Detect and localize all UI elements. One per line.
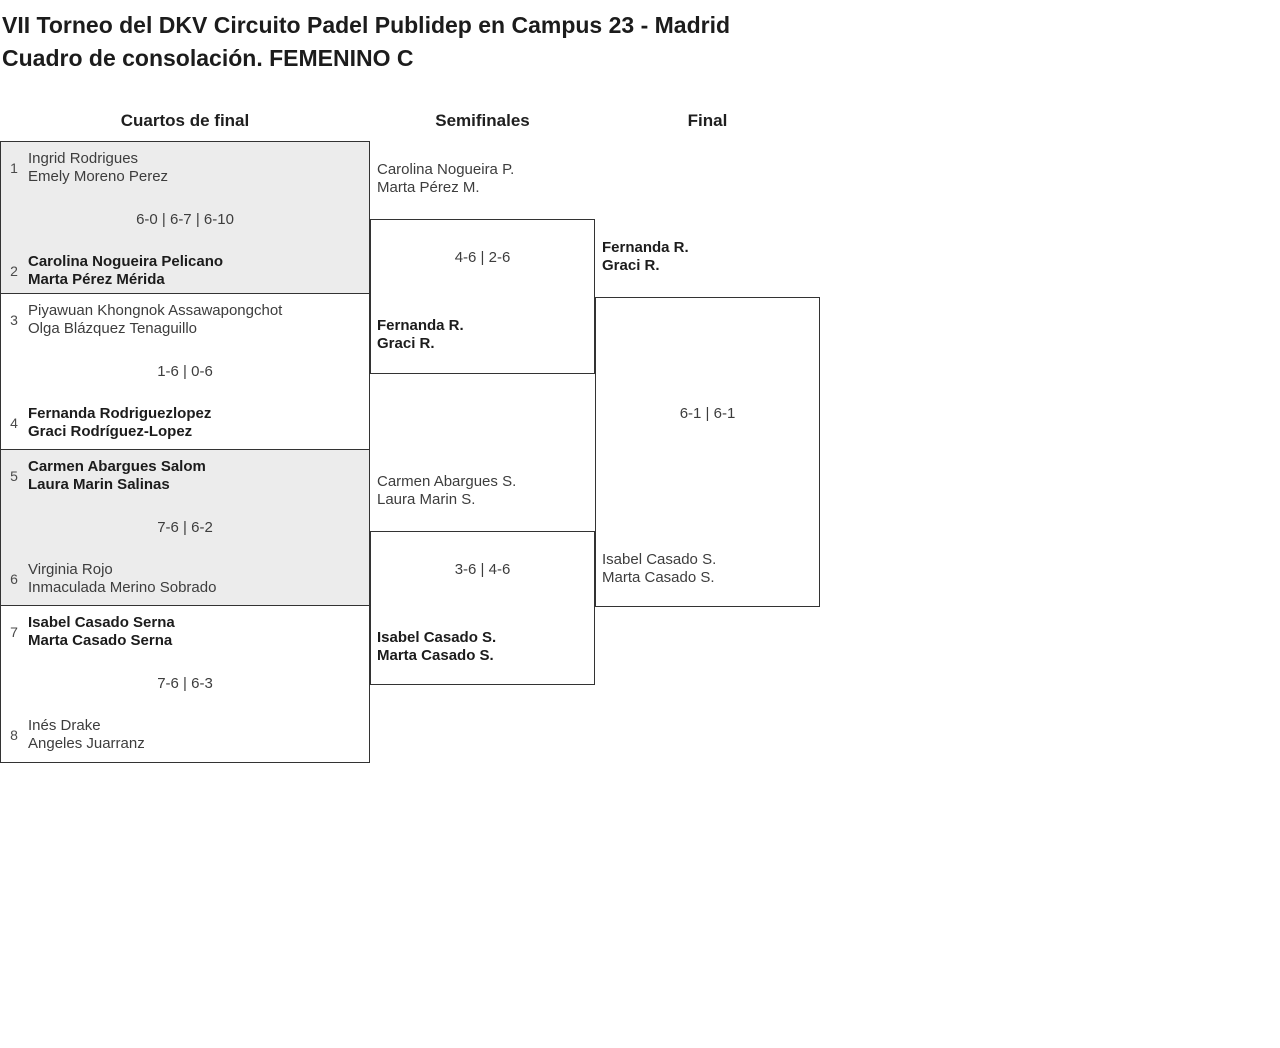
final-team-bottom: Isabel Casado S. Marta Casado S. [602,551,716,587]
player-name: Isabel Casado S. [602,551,717,568]
player-name: Isabel Casado Serna [28,614,175,631]
round-header-final: Final [687,111,728,130]
seed-number: 1 [10,160,18,176]
player-name: Fernanda R. [377,317,464,334]
player-name: Fernanda Rodriguezlopez [28,405,212,422]
team-names: Fernanda Rodriguezlopez Graci Rodríguez-… [28,405,211,441]
team-names: Piyawuan Khongnok Assawapongchot Olga Bl… [28,302,282,338]
semifinal-1-match-box [370,219,595,374]
player-name: Inmaculada Merino Sobrado [28,579,217,596]
player-name: Marta Pérez M. [377,179,480,196]
quarterfinal-match-2: 3 Piyawuan Khongnok Assawapongchot Olga … [0,293,370,450]
player-name: Virginia Rojo [28,561,113,578]
player-name: Laura Marin Salinas [28,476,170,493]
tournament-title-line-2: Cuadro de consolación. FEMENINO C [2,45,414,71]
team-names: Inés Drake Angeles Juarranz [28,717,145,753]
match-score: 6-0 | 6-7 | 6-10 [136,211,234,228]
team-names: Isabel Casado Serna Marta Casado Serna [28,614,175,650]
player-name: Graci R. [602,257,660,274]
semifinal-1-team-bottom: Fernanda R. Graci R. [377,317,464,353]
team-names: Virginia Rojo Inmaculada Merino Sobrado [28,561,216,597]
player-name: Fernanda R. [602,239,689,256]
seed-number: 5 [10,468,18,484]
quarterfinal-match-1: 1 Ingrid Rodrigues Emely Moreno Perez 6-… [0,141,370,294]
semifinal-1-score: 4-6 | 2-6 [454,249,511,266]
player-name: Graci Rodríguez-Lopez [28,423,193,440]
player-name: Carolina Nogueira Pelicano [28,253,224,270]
player-name: Inés Drake [28,717,101,734]
seed-number: 7 [10,624,18,640]
final-score: 6-1 | 6-1 [679,405,736,422]
player-name: Marta Casado S. [602,569,715,586]
seed-number: 2 [10,263,18,279]
semifinal-2-score: 3-6 | 4-6 [454,561,511,578]
quarterfinal-match-4: 7 Isabel Casado Serna Marta Casado Serna… [0,605,370,763]
semifinal-2-match-box [370,531,595,685]
semifinal-2-team-bottom: Isabel Casado S. Marta Casado S. [377,629,496,665]
semifinal-1-team-top: Carolina Nogueira P. Marta Pérez M. [377,161,514,197]
seed-number: 6 [10,571,18,587]
player-name: Carmen Abargues S. [377,473,517,490]
player-name: Marta Casado Serna [28,632,173,649]
tournament-title: VII Torneo del DKV Circuito Padel Publid… [2,9,730,75]
team-names: Ingrid Rodrigues Emely Moreno Perez [28,150,168,186]
player-name: Carmen Abargues Salom [28,458,206,475]
final-team-top: Fernanda R. Graci R. [602,239,689,275]
player-name: Ingrid Rodrigues [28,150,139,167]
quarterfinal-match-3: 5 Carmen Abargues Salom Laura Marin Sali… [0,449,370,606]
round-header-quarterfinals: Cuartos de final [120,111,250,130]
player-name: Graci R. [377,335,435,352]
team-names: Carmen Abargues Salom Laura Marin Salina… [28,458,206,494]
player-name: Marta Pérez Mérida [28,271,165,288]
player-name: Laura Marin S. [377,491,476,508]
team-names: Carolina Nogueira Pelicano Marta Pérez M… [28,253,223,289]
semifinal-2-team-top: Carmen Abargues S. Laura Marin S. [377,473,516,509]
seed-number: 8 [10,727,18,743]
player-name: Carolina Nogueira P. [377,161,515,178]
match-score: 1-6 | 0-6 [157,363,213,380]
player-name: Piyawuan Khongnok Assawapongchot [28,302,283,319]
seed-number: 4 [10,415,18,431]
match-score: 7-6 | 6-2 [157,519,213,536]
player-name: Marta Casado S. [377,647,494,664]
tournament-title-line-1: VII Torneo del DKV Circuito Padel Publid… [2,12,731,38]
player-name: Isabel Casado S. [377,629,497,646]
round-header-semifinals: Semifinales [435,111,530,130]
seed-number: 3 [10,312,18,328]
player-name: Olga Blázquez Tenaguillo [28,320,198,337]
player-name: Angeles Juarranz [28,735,145,752]
final-match-box [595,297,820,607]
match-score: 7-6 | 6-3 [157,675,213,692]
player-name: Emely Moreno Perez [28,168,169,185]
